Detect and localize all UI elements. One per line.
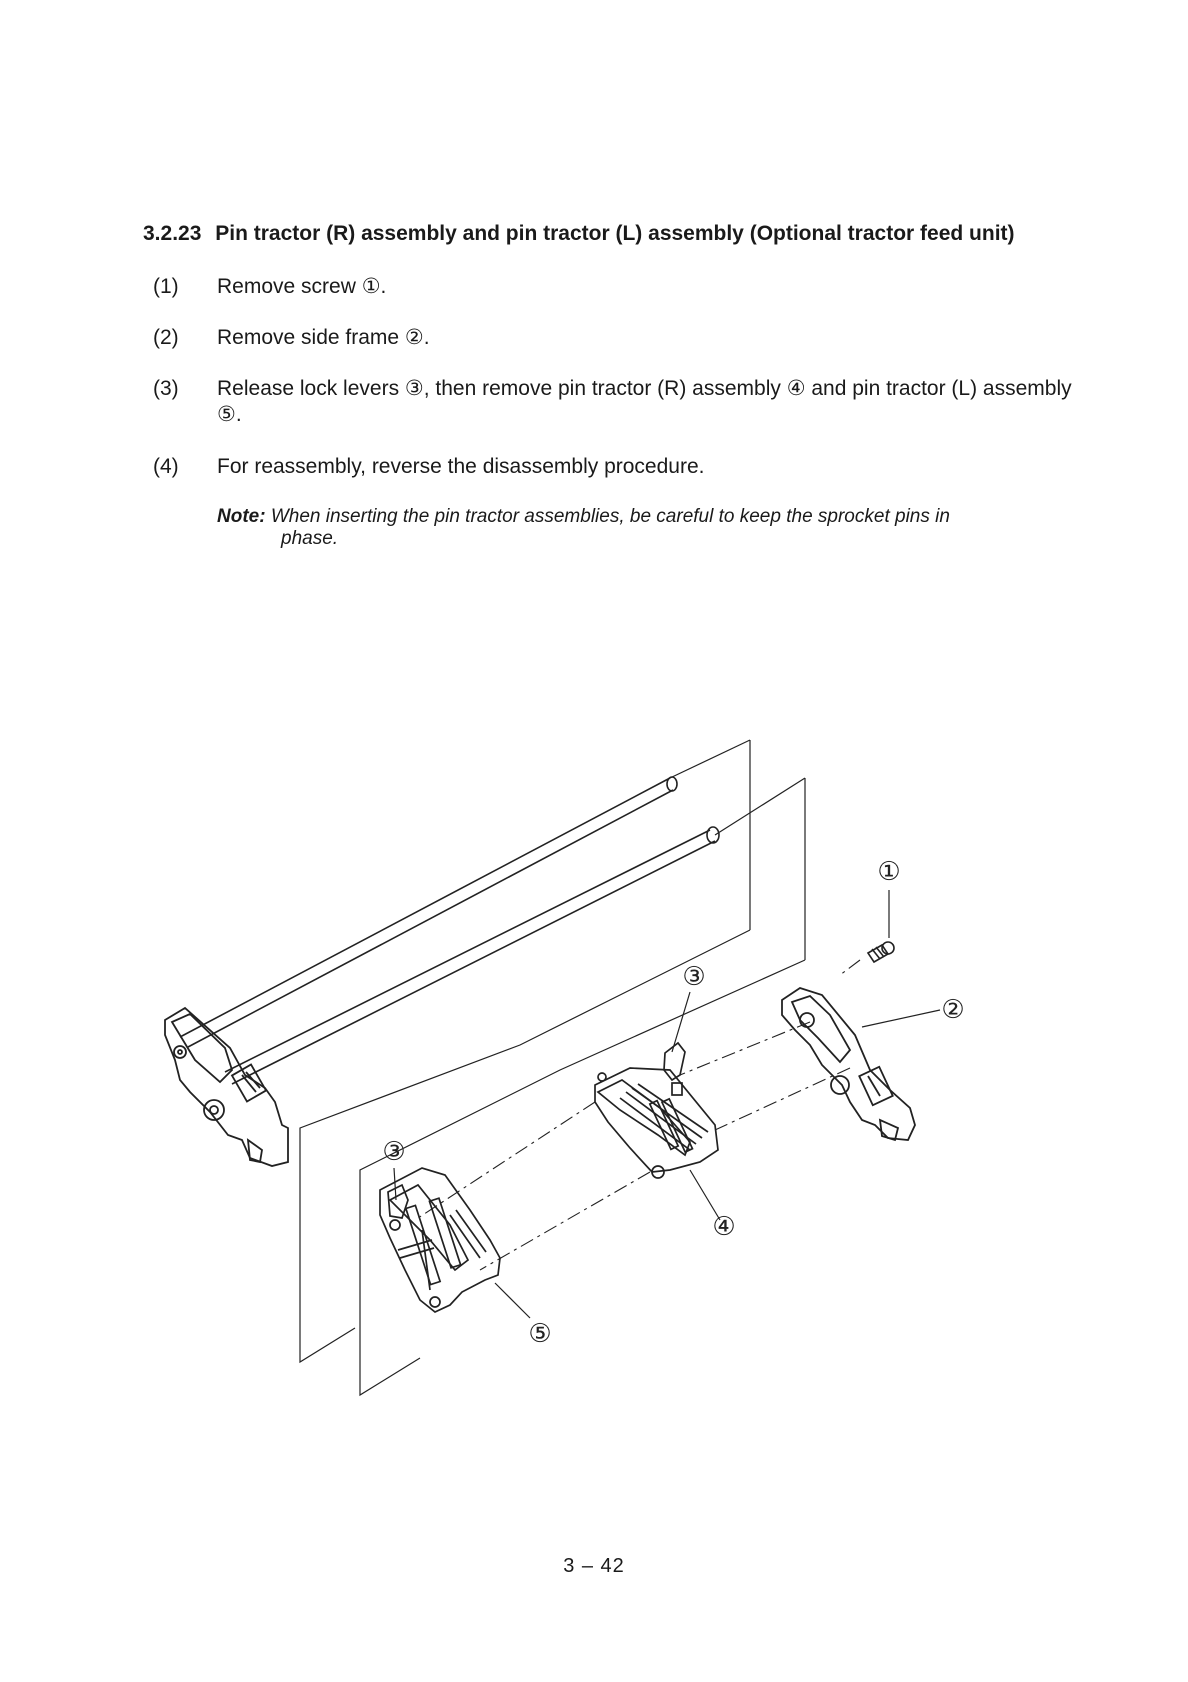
pin-tractor-l-assembly [379,1167,501,1313]
step-text: Remove screw ①. [217,275,387,298]
leader-lines [393,890,941,1319]
note-line-2: phase. [281,528,339,549]
phantom-frame-back [299,739,751,1364]
step-text: For reassembly, reverse the disassembly … [217,455,705,478]
phantom-frame-front [359,777,806,1397]
screw [866,941,895,964]
step-text: Remove side frame ②. [217,326,430,349]
callout-tractor-l: ⑤ [528,1319,551,1349]
note-label: Note: [217,506,266,527]
callout-lock-lever-l: ③ [382,1137,405,1167]
left-side-frame [164,1006,289,1167]
step-number: (4) [153,455,179,478]
step-number: (3) [153,377,179,400]
step-number: (1) [153,275,179,298]
callout-side-frame: ② [941,995,964,1025]
callout-tractor-r: ④ [712,1212,735,1242]
section-number: 3.2.23 [143,222,202,245]
section-heading: 3.2.23 Pin tractor (R) assembly and pin … [143,222,1015,246]
pin-tractor-r-assembly [594,1041,719,1179]
support-shaft [224,826,720,1085]
right-side-frame [781,987,916,1142]
callout-lock-lever-r: ③ [682,962,705,992]
note-line-1: When inserting the pin tractor assemblie… [270,506,950,527]
step-number: (2) [153,326,179,349]
page-number: 3 – 42 [563,1555,625,1577]
callout-screw: ① [877,857,900,887]
step-text: Release lock levers ③, then remove pin t… [217,377,1072,426]
section-title: Pin tractor (R) assembly and pin tractor… [215,222,1015,245]
figure-drawing: ① ② ③ ④ ③ ⑤ [164,739,965,1397]
phantom-alignment-lines [414,959,861,1271]
note: Note: When inserting the pin tractor ass… [217,506,1097,550]
exploded-view-figure: ① ② ③ ④ ③ ⑤ [150,730,1050,1420]
drive-shaft [179,776,678,1048]
